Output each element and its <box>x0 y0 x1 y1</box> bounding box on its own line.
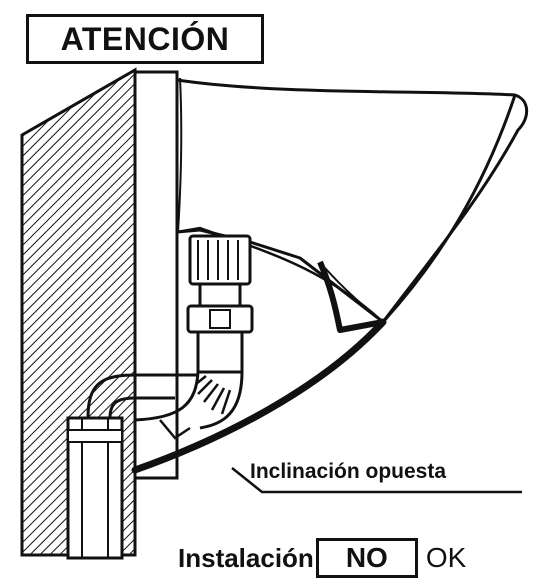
no-option-box: NO <box>315 538 418 578</box>
reverse-slope-line <box>131 318 387 474</box>
installation-status: Instalación NO OK <box>178 536 466 580</box>
drain-hose <box>86 371 244 440</box>
callout-label: Inclinación opuesta <box>250 460 447 483</box>
callout-leader <box>231 467 522 494</box>
drain-connector <box>186 234 254 374</box>
indoor-unit <box>175 77 529 333</box>
ok-option-label: OK <box>425 542 467 573</box>
wall <box>20 67 137 560</box>
mounting-plate <box>133 70 179 480</box>
warning-heading: ATENCIÓN <box>26 14 264 64</box>
installation-label: Instalación <box>178 542 314 573</box>
